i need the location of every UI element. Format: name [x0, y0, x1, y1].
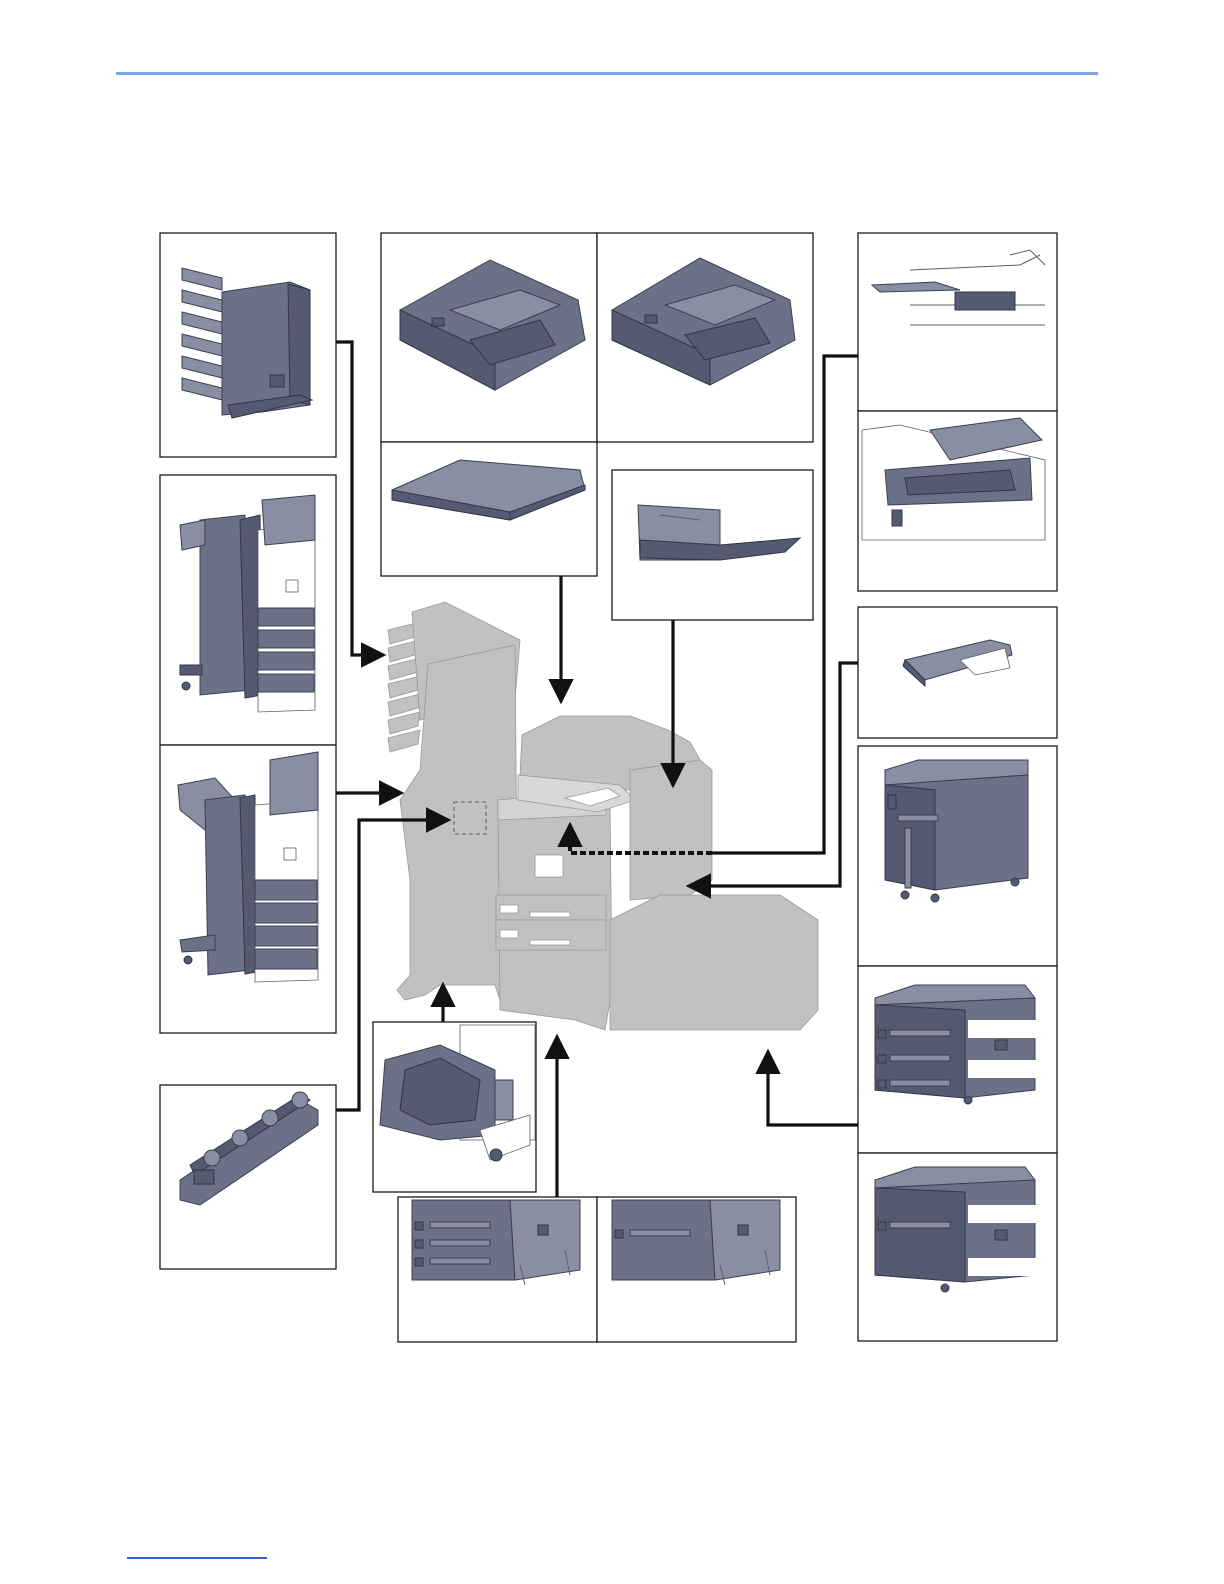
- paper-feeder-large-option[interactable]: [858, 1153, 1057, 1341]
- paper-feeder-connector: [768, 1055, 858, 1125]
- finisher-1000-option[interactable]: [160, 475, 336, 745]
- platen-cover-option[interactable]: [381, 442, 597, 576]
- side-feeder-option[interactable]: [858, 746, 1057, 966]
- folding-unit-option[interactable]: [373, 1022, 536, 1192]
- machine-silhouette: [388, 602, 818, 1030]
- cassette-icon: [612, 1200, 780, 1285]
- paper-feeder-icon: [875, 985, 1040, 1104]
- large-cassette-option[interactable]: [597, 1197, 796, 1342]
- punch-unit-option[interactable]: [160, 1085, 336, 1269]
- bulk-feeder-small-option[interactable]: [858, 607, 1057, 738]
- cassette-pair-option[interactable]: [398, 1197, 597, 1342]
- right-unit-silhouette: [630, 760, 712, 900]
- finisher-icon: [180, 495, 315, 712]
- paper-feeder-3-option[interactable]: [858, 966, 1057, 1153]
- mailbox-connector: [336, 342, 380, 655]
- cassette-icon: [412, 1200, 580, 1285]
- dp-reverse-option[interactable]: [381, 233, 597, 442]
- finisher-4000-option[interactable]: [160, 745, 336, 1033]
- paper-feeder-icon: [875, 1167, 1040, 1292]
- mailbox-option[interactable]: [160, 233, 336, 457]
- job-separator-option[interactable]: [858, 233, 1057, 411]
- dp-dual-scan-option[interactable]: [597, 233, 813, 442]
- cassette-silhouette: [496, 895, 606, 950]
- right-tray-option[interactable]: [858, 411, 1057, 591]
- side-feeder-icon: [885, 760, 1028, 902]
- side-feeder-silhouette: [610, 895, 818, 1030]
- multipurpose-tray-option[interactable]: [612, 470, 813, 620]
- right-tray-icon: [862, 418, 1045, 540]
